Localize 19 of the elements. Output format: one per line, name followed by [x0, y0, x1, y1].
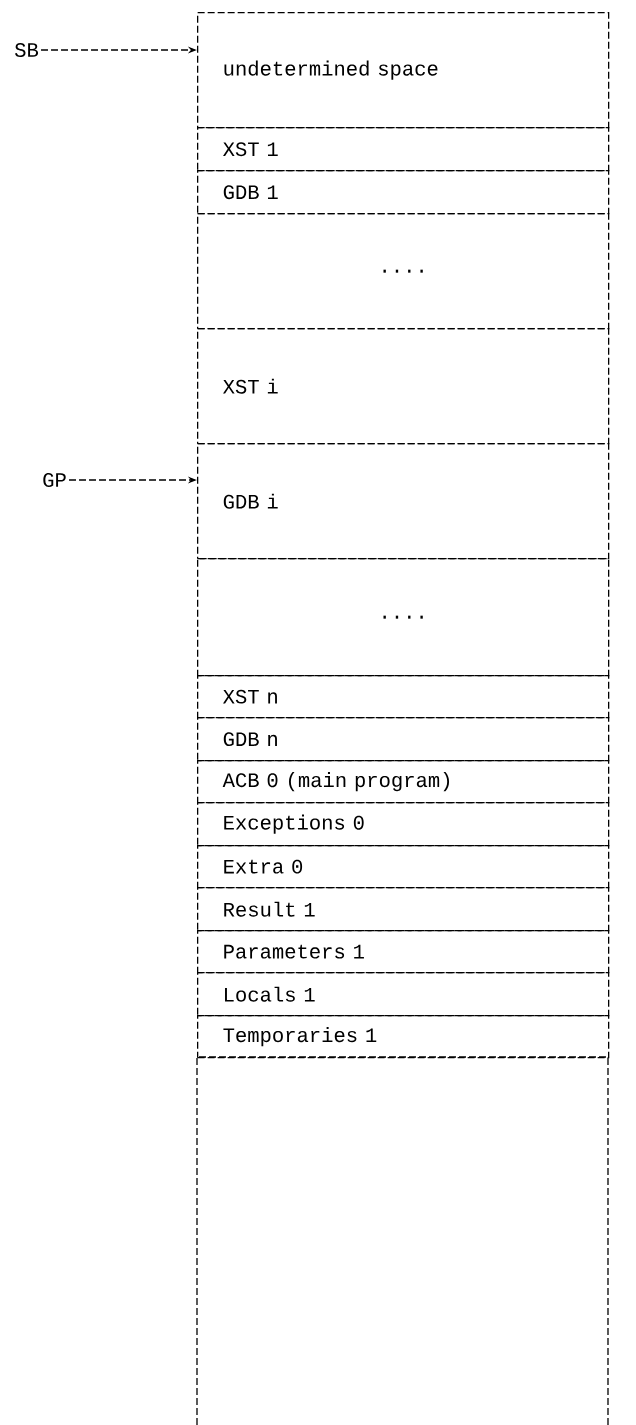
memory-cell: GDB n	[197, 717, 610, 762]
memory-cell: ....	[197, 558, 610, 677]
memory-cell: GDB 1	[197, 170, 610, 215]
memory-cell: Temporaries 1	[197, 1015, 610, 1059]
memory-cell: Locals 1	[197, 972, 610, 1017]
memory-cell: Parameters 1	[197, 930, 610, 974]
memory-cell: GDB i	[197, 443, 610, 560]
open-memory-cell	[196, 1056, 609, 1425]
memory-cell: XST i	[197, 328, 610, 445]
pointer-label: SB	[15, 43, 39, 57]
pointer-label: GP	[43, 473, 66, 487]
memory-cell: Result 1	[197, 887, 610, 932]
memory-cell: XST 1	[197, 127, 610, 172]
memory-cell: ACB 0 (main program)	[197, 760, 610, 804]
memory-cell: Exceptions 0	[197, 802, 610, 847]
memory-cell: undetermined space	[197, 12, 610, 129]
memory-cell: Extra 0	[197, 845, 610, 889]
memory-cell: XST n	[197, 675, 610, 719]
memory-cell: ....	[197, 213, 610, 330]
